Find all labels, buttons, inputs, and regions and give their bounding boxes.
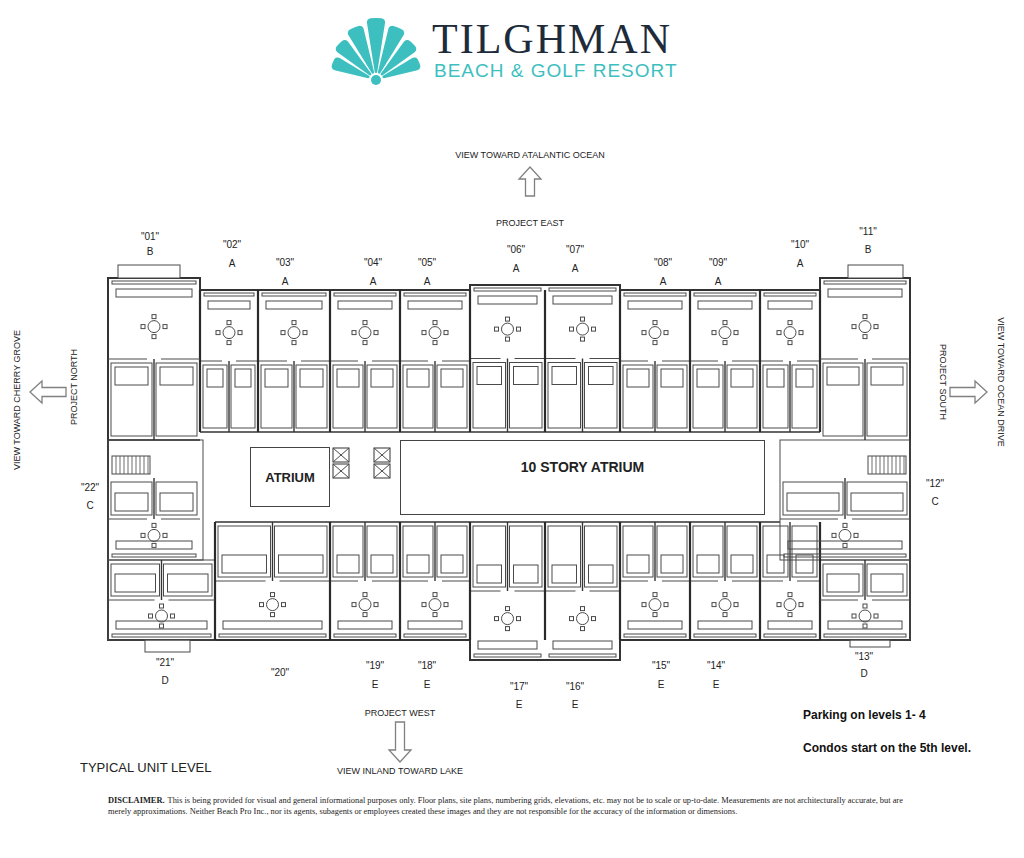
unit-label: E [516,699,523,710]
disclaimer: DISCLAIMER.This is being provided for vi… [108,795,908,818]
unit-label: "20" [271,667,289,678]
logo-title: TILGHMAN [432,16,672,62]
unit-label: A [229,258,236,269]
atrium-label: 10 STORY ATRIUM [521,459,644,475]
unit-label: E [658,679,665,690]
unit-label: "08" [654,257,672,268]
unit-label: A [282,276,289,287]
note-text: TYPICAL UNIT LEVEL [80,761,212,775]
direction-arrow [519,167,541,196]
direction-label: VIEW TOWARD CHERRY GROVE [13,330,23,470]
note-text: BEACH & GOLF RESORT [434,61,678,82]
unit-label: A [797,258,804,269]
direction-arrow [389,722,411,762]
unit-label: "02" [223,239,241,250]
unit-label: "18" [418,660,436,671]
direction-label: PROJECT SOUTH [937,344,947,420]
unit-label: A [715,276,722,287]
unit-label: C [931,496,938,507]
unit-label: D [161,675,168,686]
unit-label: "09" [709,257,727,268]
unit-label: "22" [81,482,99,493]
disclaimer-text: DISCLAIMER. [108,796,165,805]
shell-logo [332,18,421,85]
unit-label: E [713,679,720,690]
unit-label: E [424,679,431,690]
direction-label: PROJECT NORTH [70,349,80,425]
unit-label: "01" [141,231,159,242]
direction-arrows [30,167,987,762]
unit-label: "07" [566,244,584,255]
unit-label: E [572,699,579,710]
atrium-box: ATRIUM [250,447,330,507]
direction-arrow [30,381,66,403]
unit-label: "04" [364,257,382,268]
unit-label: A [660,276,667,287]
unit-label: "19" [366,660,384,671]
unit-label: "12" [926,478,944,489]
unit-label: PROJECT EAST [496,219,564,229]
direction-label: VIEW TOWARD OCEAN DRIVE [995,317,1005,446]
unit-label: "21" [156,657,174,668]
unit-label: VIEW TOWARD ATALANTIC OCEAN [455,151,605,161]
direction-arrow [950,381,987,403]
unit-label: D [860,668,867,679]
unit-label: A [424,276,431,287]
disclaimer-text: This is being provided for visual and ge… [108,796,903,816]
unit-label: "15" [652,660,670,671]
atrium-box: 10 STORY ATRIUM [400,440,765,515]
unit-label: "03" [276,257,294,268]
atrium-label: ATRIUM [265,470,315,485]
unit-label: PROJECT WEST [365,709,435,719]
unit-label: E [372,679,379,690]
unit-label: C [86,500,93,511]
unit-label: "05" [418,257,436,268]
unit-label: "17" [510,681,528,692]
unit-label: B [865,244,872,255]
floor-plan-drawing [108,265,910,660]
unit-label: "11" [859,226,876,237]
unit-label: B [147,246,154,257]
unit-label: A [513,263,520,274]
note-text: Condos start on the 5th level. [803,742,971,755]
unit-label: "06" [507,244,525,255]
unit-label: "10" [791,239,809,250]
note-text: Parking on levels 1- 4 [803,709,926,722]
unit-label: VIEW INLAND TOWARD LAKE [337,767,463,777]
unit-label: "13" [855,651,873,662]
unit-label: "16" [566,681,584,692]
unit-label: "14" [707,660,725,671]
unit-label: A [370,276,377,287]
unit-label: A [572,263,579,274]
